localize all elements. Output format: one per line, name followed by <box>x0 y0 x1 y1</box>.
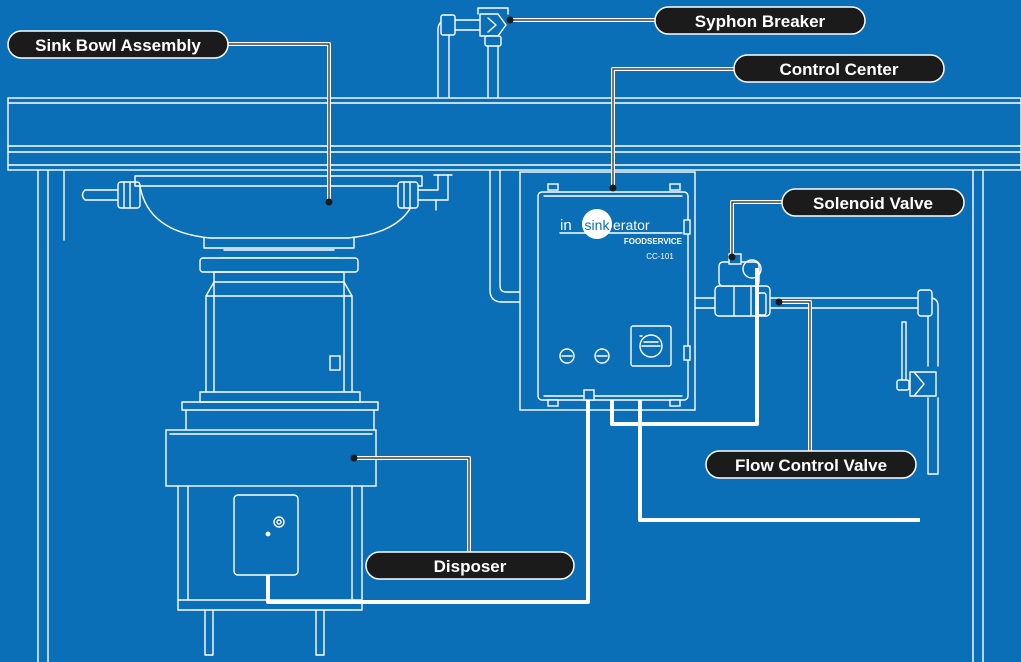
sink-bowl-assembly <box>81 174 453 249</box>
callout-sink-bowl-label: Sink Bowl Assembly <box>35 36 201 55</box>
callout-solenoid-valve-label: Solenoid Valve <box>813 194 933 213</box>
syphon-breaker <box>437 7 509 101</box>
supply-piping <box>489 169 939 475</box>
countertop <box>7 97 1021 171</box>
callout-syphon-breaker: Syphon Breaker <box>654 6 866 35</box>
callout-flow-control-valve-label: Flow Control Valve <box>735 456 887 475</box>
callout-control-center: Control Center <box>733 54 945 83</box>
control-center: in sink erator FOODSERVICE CC-101 <box>519 171 696 411</box>
callout-disposer: Disposer <box>365 551 575 580</box>
brand-erator: erator <box>613 217 650 233</box>
callout-control-center-label: Control Center <box>780 60 899 79</box>
model-label: CC-101 <box>646 252 674 261</box>
brand-division: FOODSERVICE <box>624 237 683 246</box>
callout-disposer-label: Disposer <box>434 557 507 576</box>
leader-lines <box>212 16 920 604</box>
table-frame <box>37 169 984 662</box>
disposer <box>165 249 379 656</box>
brand-in: in <box>560 217 572 234</box>
brand-sink: sink <box>585 217 611 233</box>
callout-sink-bowl-assembly: Sink Bowl Assembly <box>7 30 229 59</box>
callout-solenoid-valve: Solenoid Valve <box>781 188 965 217</box>
callout-flow-control-valve: Flow Control Valve <box>705 450 917 479</box>
callout-syphon-breaker-label: Syphon Breaker <box>695 12 826 31</box>
solenoid-valve <box>714 253 771 317</box>
